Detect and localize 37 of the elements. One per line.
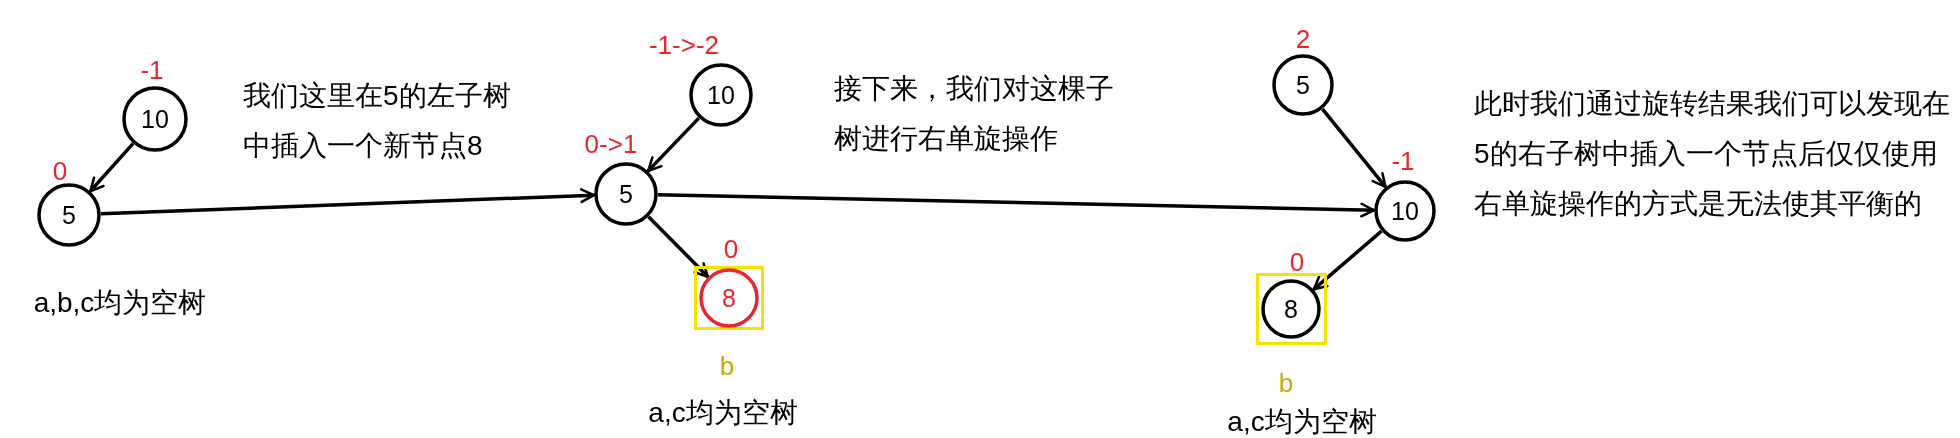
arrow: [1321, 108, 1387, 189]
node-value: 5: [619, 181, 633, 207]
arrow: [647, 215, 710, 278]
subtree-label: b: [719, 353, 735, 379]
tree-node: [122, 86, 188, 152]
subtree-label: b: [1278, 370, 1294, 396]
highlight-box: [1255, 273, 1327, 345]
node-value: 5: [1296, 72, 1310, 98]
balance-factor: 0: [52, 158, 68, 184]
balance-factor: 0: [1289, 249, 1305, 275]
balance-factor: -1->-2: [648, 32, 720, 58]
node-value: 10: [1391, 198, 1419, 224]
arrow: [89, 142, 135, 193]
balance-factor: -1: [140, 57, 164, 83]
node-value: 10: [141, 106, 169, 132]
tree-node: [1374, 180, 1436, 242]
balance-factor: -1: [1391, 148, 1415, 174]
arrow: [1312, 229, 1383, 291]
tree-node: [1261, 279, 1321, 339]
node-value: 5: [62, 202, 76, 228]
tree-node: [689, 63, 753, 127]
caption: a,b,c均为空树: [33, 286, 207, 320]
note-text: 此时我们通过旋转结果我们可以发现在5的右子树中插入一个节点后仅仅使用右单旋操作的方式是无法使其平衡的: [1474, 87, 1951, 221]
arrow: [100, 188, 596, 216]
balance-factor: 0->1: [584, 131, 638, 157]
balance-factor: 0: [723, 236, 739, 262]
arrow: [657, 192, 1376, 218]
caption: a,c均为空树: [1227, 405, 1377, 438]
tree-node: [37, 183, 101, 247]
tree-node: [1272, 54, 1334, 116]
node-value: 8: [722, 285, 736, 311]
caption: a,c均为空树: [648, 396, 798, 430]
node-value: 10: [707, 82, 735, 108]
balance-factor: 2: [1295, 26, 1311, 52]
node-value: 8: [1284, 296, 1298, 322]
arrow: [646, 116, 701, 173]
tree-node: [594, 162, 658, 226]
